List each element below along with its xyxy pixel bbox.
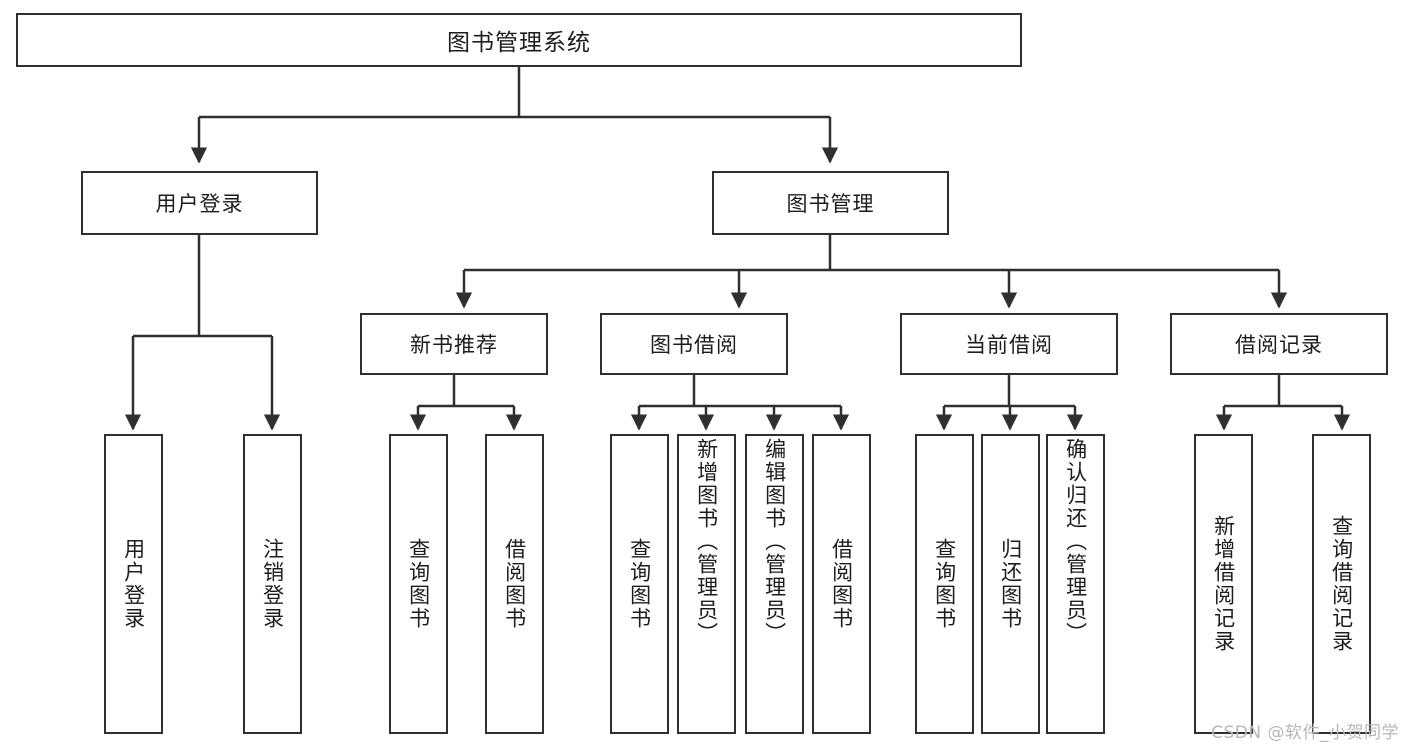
node-label: 注销登录 xyxy=(260,538,285,630)
node-book-borrow[interactable]: 图书借阅 xyxy=(600,313,788,375)
leaf-book-borrow-edit-book-admin[interactable]: 编辑图书（管理员） xyxy=(745,434,804,734)
node-label: 借阅图书 xyxy=(829,538,854,630)
leaf-current-borrow-return-book[interactable]: 归还图书 xyxy=(981,434,1040,734)
node-label: 新增图书（管理员） xyxy=(694,438,719,645)
node-label: 当前借阅 xyxy=(965,333,1053,357)
leaf-borrow-record-query-record[interactable]: 查询借阅记录 xyxy=(1312,434,1371,734)
node-label: 查询图书 xyxy=(627,538,652,630)
leaf-book-borrow-query-book[interactable]: 查询图书 xyxy=(610,434,669,734)
node-label: 用户登录 xyxy=(121,538,146,630)
leaf-book-borrow-borrow-book[interactable]: 借阅图书 xyxy=(812,434,871,734)
node-label: 借阅记录 xyxy=(1235,333,1323,357)
leaf-borrow-record-add-record[interactable]: 新增借阅记录 xyxy=(1194,434,1253,734)
node-current-borrow[interactable]: 当前借阅 xyxy=(900,313,1118,375)
node-label: 查询借阅记录 xyxy=(1329,515,1354,653)
node-label: 图书借阅 xyxy=(650,333,738,357)
node-label: 用户登录 xyxy=(155,192,244,216)
leaf-current-borrow-confirm-return-admin[interactable]: 确认归还（管理员） xyxy=(1046,434,1105,734)
watermark-text: CSDN @软件_小贺同学 xyxy=(1211,723,1399,743)
leaf-new-book-borrow-book[interactable]: 借阅图书 xyxy=(485,434,544,734)
node-label: 图书管理 xyxy=(786,192,875,216)
node-user-login[interactable]: 用户登录 xyxy=(81,171,318,235)
node-label: 编辑图书（管理员） xyxy=(762,438,787,645)
leaf-user-login-login[interactable]: 用户登录 xyxy=(104,434,163,734)
node-label: 新增借阅记录 xyxy=(1211,515,1236,653)
node-label: 确认归还（管理员） xyxy=(1063,438,1088,645)
node-borrow-record[interactable]: 借阅记录 xyxy=(1170,313,1388,375)
node-label: 借阅图书 xyxy=(502,538,527,630)
node-label: 查询图书 xyxy=(932,538,957,630)
node-label: 归还图书 xyxy=(998,538,1023,630)
leaf-book-borrow-add-book-admin[interactable]: 新增图书（管理员） xyxy=(677,434,736,734)
node-label: 查询图书 xyxy=(406,538,431,630)
node-new-book-recommend[interactable]: 新书推荐 xyxy=(360,313,548,375)
node-label: 新书推荐 xyxy=(410,333,498,357)
node-root-book-management-system[interactable]: 图书管理系统 xyxy=(16,13,1022,67)
leaf-user-login-logout[interactable]: 注销登录 xyxy=(243,434,302,734)
leaf-new-book-query-book[interactable]: 查询图书 xyxy=(389,434,448,734)
node-label: 图书管理系统 xyxy=(447,30,591,56)
node-book-management[interactable]: 图书管理 xyxy=(712,171,949,235)
leaf-current-borrow-query-book[interactable]: 查询图书 xyxy=(915,434,974,734)
